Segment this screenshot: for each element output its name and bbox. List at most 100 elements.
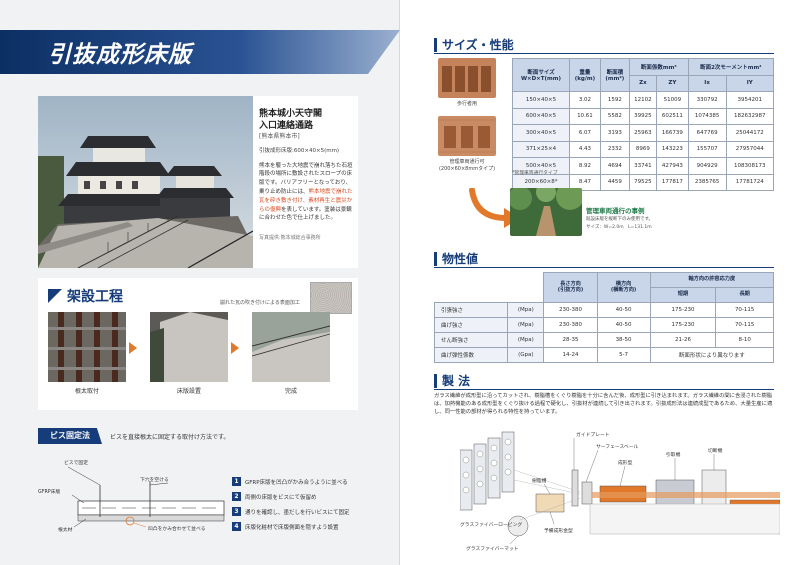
size-cell: 27957044 (725, 140, 775, 158)
property-cell: 175-230 (649, 317, 717, 333)
label-preform: 予備成形金型 (544, 527, 573, 534)
step-label-1: 根太取付 (74, 388, 99, 395)
th-moment: 断面2次モーメントmm⁴ (687, 58, 775, 76)
property-cell: 70-115 (715, 302, 774, 318)
caption-pedestrian: 歩行者用 (456, 101, 477, 107)
size-cell: 4459 (599, 173, 630, 191)
caption-vehicle: 管理車両通行可 (200×60×8mmタイプ) (438, 159, 496, 172)
size-cell: 79525 (628, 173, 657, 191)
label-hole: 下穴を空ける (140, 476, 169, 483)
property-cell: 40-50 (596, 317, 651, 333)
label-panel: GFRP床版 (38, 488, 60, 495)
size-cell: 150×40×5 (512, 91, 570, 109)
screw-method-desc: ビスを直接根太に固定する取付け方法です。 (110, 433, 230, 441)
construction-title: 架設工程 (67, 289, 123, 305)
size-note: *管理車両通行タイプ (512, 171, 558, 176)
size-cell: 8.92 (568, 157, 601, 175)
size-cell: 12102 (628, 91, 657, 109)
th-area: 断面積(mm²) (599, 58, 630, 92)
step-arrow-2 (231, 342, 239, 354)
property-cell: 8-10 (715, 332, 774, 348)
property-cell: 40-50 (596, 302, 651, 318)
property-cell: (Mpa) (507, 332, 545, 348)
product-image-pedestrian (438, 58, 496, 98)
castle-location: [熊本県熊本市] (259, 133, 300, 141)
th-zx: Zx (628, 74, 657, 92)
size-cell: 300×40×5 (512, 124, 570, 142)
size-cell: 6.07 (568, 124, 601, 142)
step-photo-joist (48, 312, 126, 382)
mfg-heading-text: 製 法 (442, 374, 471, 388)
texture-note: 崩れた瓦の吹き付けによる表面加工 (220, 300, 300, 306)
castle-spec: 引抜成形床版:600×40×5(mm) (259, 148, 340, 155)
size-cell: 647769 (687, 124, 727, 142)
property-cell: 引張強さ (433, 302, 509, 318)
label-resin: 樹脂槽 (532, 477, 547, 484)
right-page: サイズ・性能 歩行者用 管理車両通行可 (200×60×8mmタイプ) 断面サイ… (400, 0, 800, 565)
photo-credit: 写真提供:熊本城総合事務所 (259, 235, 321, 242)
size-cell: 371×25×4 (512, 140, 570, 158)
desc-highlight: 熊本地震で崩れた瓦を砕き敷き付け、素材再生と震災からの復興 (259, 188, 353, 213)
property-cell: (Gpa) (507, 347, 545, 363)
label-roving: グラスファイバーロービング (460, 521, 522, 528)
label-mat: グラスファイバーマット (466, 545, 519, 552)
size-cell: 602511 (655, 107, 689, 125)
properties-table: 長さ方向(引抜方向) 横方向(横断方向) 軸方向の許容応力度 短期 長期 引張強… (433, 272, 775, 363)
castle-card: 熊本城小天守閣 入口連絡通路 [熊本県熊本市] 引抜成形床版:600×40×5(… (38, 96, 358, 268)
size-cell: 3193 (599, 124, 630, 142)
th-trans: 横方向(横断方向) (596, 272, 651, 303)
th-allow: 軸方向の許容応力度 (649, 272, 775, 288)
screw-method-bar: ビス固定法 ビスを直接根太に固定する取付け方法です。 (38, 428, 358, 444)
step-photo-complete (252, 312, 330, 382)
size-cell: 1074385 (687, 107, 727, 125)
example-title: 管理車両通行の事例 (586, 207, 645, 215)
desc-text-after: を表しています。塗装は景観に合わせた色で仕上げました。 (259, 206, 352, 222)
property-cell: 230-380 (543, 317, 598, 333)
size-cell: 330792 (687, 91, 727, 109)
property-cell: 曲げ弾性係数 (433, 347, 509, 363)
size-cell: 600×40×5 (512, 107, 570, 125)
th-longterm: 長期 (715, 287, 774, 303)
size-cell: 2385765 (687, 173, 727, 191)
size-cell: 200×60×8* (512, 173, 570, 191)
size-cell: 3.02 (568, 91, 601, 109)
example-caption: 管理車両通行の事例 既設床版を縦断下のみ使用です。 サイズ：W=2.0m L=1… (586, 205, 746, 231)
property-cell: (Mpa) (507, 302, 545, 318)
size-heading-text: サイズ・性能 (442, 38, 514, 52)
props-divider (434, 267, 774, 268)
property-cell: 28-35 (543, 332, 598, 348)
property-cell: 14-24 (543, 347, 598, 363)
size-heading: サイズ・性能 (434, 36, 514, 53)
step-label-3: 完成 (284, 388, 297, 395)
size-cell: 500×40×5 (512, 157, 570, 175)
property-cell: 曲げ強さ (433, 317, 509, 333)
page-title: 引抜成形床版 (48, 42, 192, 68)
castle-description: 熊本を襲った大地震で崩れ落ちた石垣階段の場所に敷設されたスロープの床版です。バリ… (259, 162, 355, 224)
size-cell: 143223 (655, 140, 689, 158)
size-cell: 182632987 (725, 107, 775, 125)
castle-name-line1: 熊本城小天守閣 (259, 109, 323, 119)
size-cell: 155707 (687, 140, 727, 158)
th-long: 長さ方向(引抜方向) (543, 272, 598, 303)
label-cutter: 切断機 (708, 447, 723, 454)
step-arrow-1 (129, 342, 137, 354)
size-cell: 166739 (655, 124, 689, 142)
example-sub1: 既設床版を縦断下のみ使用です。 (586, 217, 654, 222)
size-cell: 25963 (628, 124, 657, 142)
title-banner: 引抜成形床版 (0, 30, 400, 74)
size-cell: 427943 (655, 157, 689, 175)
label-screw: ビスで固定 (64, 459, 88, 466)
